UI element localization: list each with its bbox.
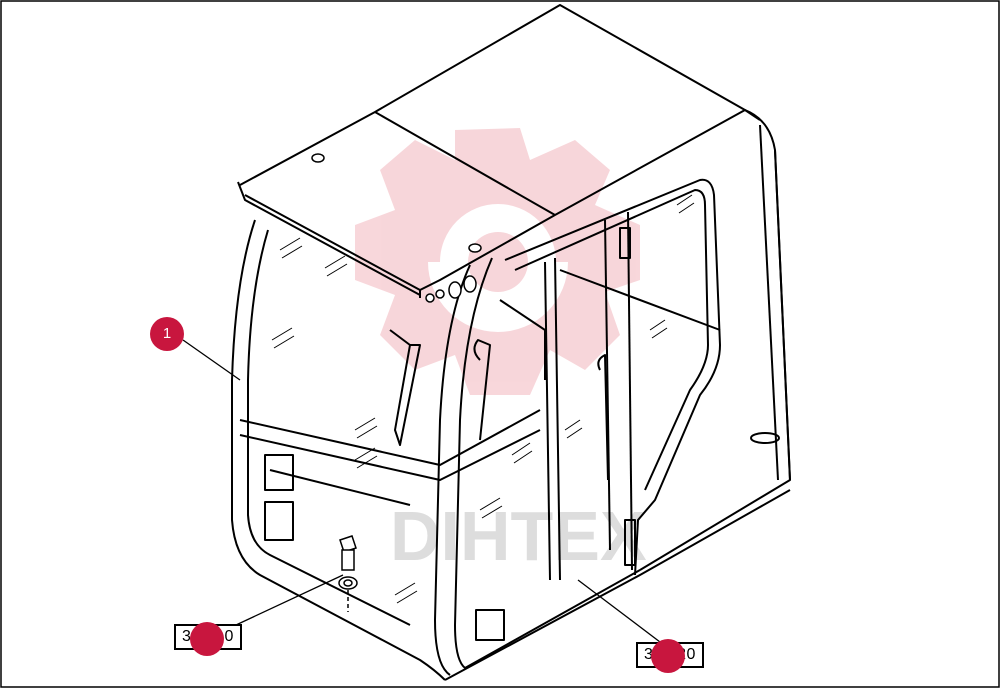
watermark-text: DIHTEX xyxy=(390,497,647,575)
callout-label: 1 xyxy=(162,325,172,342)
glass-hatching xyxy=(271,194,695,604)
bolt-washer xyxy=(338,535,358,612)
callout-marker-34-010[interactable] xyxy=(190,622,224,656)
watermark-logo xyxy=(355,128,640,395)
callout-marker-1[interactable]: 1 xyxy=(150,317,184,351)
callout-marker-34-220[interactable] xyxy=(651,639,685,673)
roof-fittings xyxy=(311,153,482,303)
leader-lines xyxy=(182,339,661,643)
cab-outline xyxy=(231,4,791,681)
